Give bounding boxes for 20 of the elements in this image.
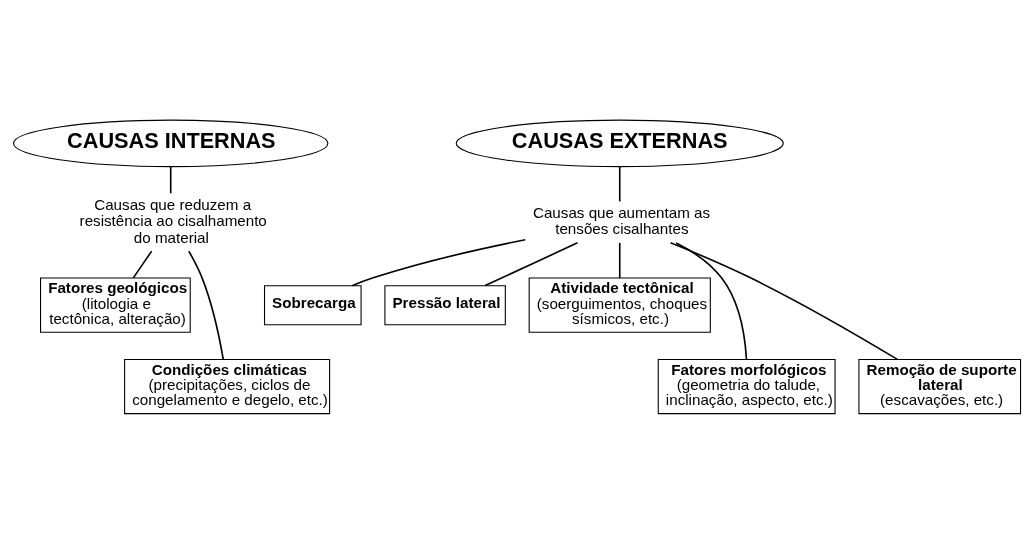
node-box: Pressão lateral bbox=[384, 284, 506, 325]
node-ellipse: CAUSAS EXTERNAS bbox=[455, 119, 784, 167]
node-ellipse: CAUSAS INTERNAS bbox=[13, 119, 329, 167]
connector bbox=[669, 241, 899, 360]
connector bbox=[132, 249, 153, 279]
connector bbox=[675, 241, 748, 360]
connector bbox=[484, 241, 579, 286]
connector bbox=[351, 238, 527, 286]
connector bbox=[169, 165, 172, 194]
connector bbox=[188, 249, 225, 360]
node-box: Remoção de suporte lateral (escavações, etc.) bbox=[858, 358, 1022, 414]
node-box: Condições climáticas (precipitações, ciclos de congelamento e degelo, etc.) bbox=[124, 358, 331, 414]
node-text: Causas que aumentam as tensões cisalhantes bbox=[532, 203, 711, 237]
connector bbox=[618, 241, 621, 279]
node-text: Causas que reduzem a resistência ao cisalhamento do material bbox=[79, 195, 267, 245]
node-box: Fatores morfológicos (geometria do talude, inclinação, aspecto, etc.) bbox=[657, 358, 836, 414]
node-box: Atividade tectônical (soerguimentos, choques sísmicos, etc.) bbox=[528, 277, 711, 333]
node-box: Sobrecarga bbox=[264, 284, 362, 325]
node-box: Fatores geológicos (litologia e tectônica, alteração) bbox=[40, 277, 191, 333]
connector bbox=[618, 165, 621, 202]
